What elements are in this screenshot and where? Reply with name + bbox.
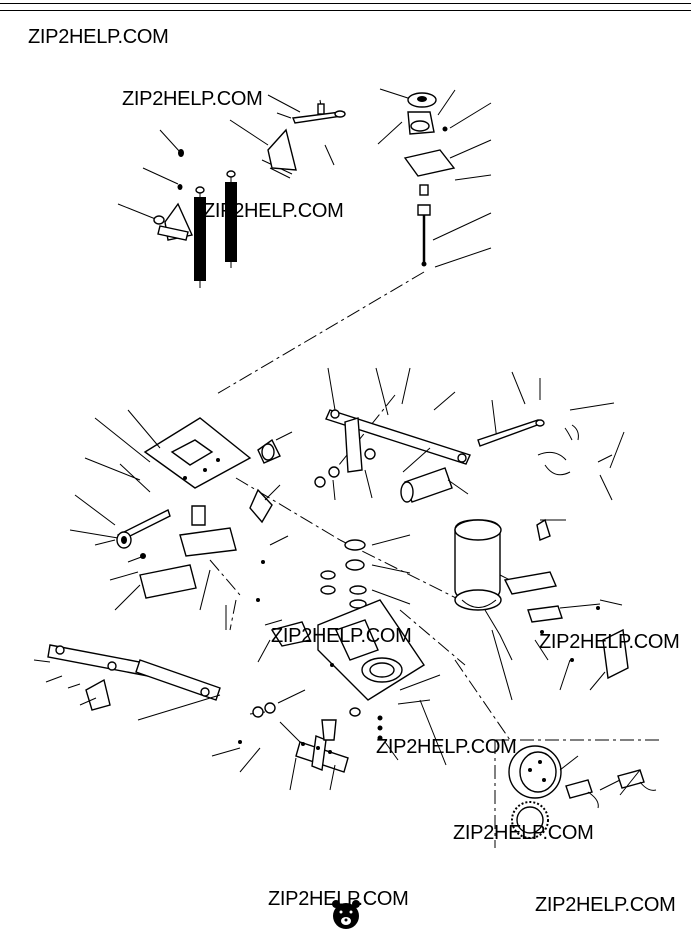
header-rule-top xyxy=(0,3,691,4)
wheel-detail xyxy=(508,745,657,839)
header-rule-bottom xyxy=(0,10,691,11)
watermark-text: ZIP2HELP.COM xyxy=(28,26,169,48)
lower-frame xyxy=(33,644,306,721)
watermark-text: ZIP2HELP.COM xyxy=(271,625,412,647)
watermark-text: ZIP2HELP.COM xyxy=(268,888,409,910)
motor xyxy=(454,518,629,701)
watermark-text: ZIP2HELP.COM xyxy=(535,894,676,916)
watermark-text: ZIP2HELP.COM xyxy=(376,736,517,758)
centerlines xyxy=(209,271,660,848)
upper-linkage-bar xyxy=(314,367,625,503)
mount-plate xyxy=(69,409,293,539)
spring-right xyxy=(225,170,237,268)
watermark-text: ZIP2HELP.COM xyxy=(453,822,594,844)
shaft-assembly xyxy=(94,509,237,611)
bear-logo-icon xyxy=(332,900,360,929)
watermark-text: ZIP2HELP.COM xyxy=(539,631,680,653)
watermark-text: ZIP2HELP.COM xyxy=(122,88,263,110)
center-base xyxy=(191,484,441,705)
spring-left xyxy=(194,186,206,288)
spring-assembly xyxy=(117,94,346,288)
lower-bracket xyxy=(211,699,447,791)
watermark-text: ZIP2HELP.COM xyxy=(203,200,344,222)
pulley-stack xyxy=(377,88,492,268)
